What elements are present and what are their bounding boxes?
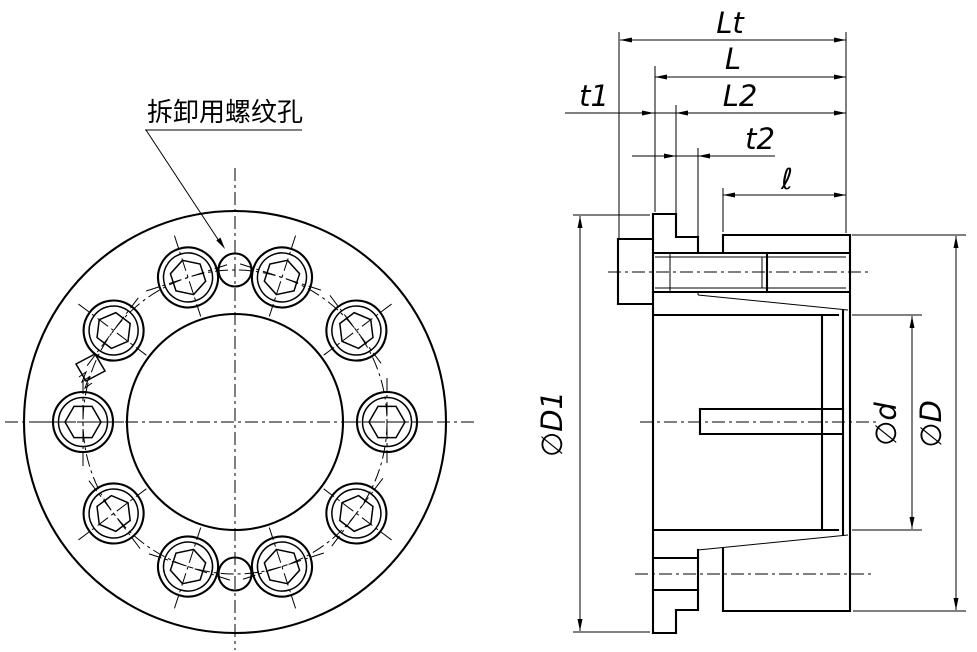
outer-sleeve-section bbox=[721, 233, 852, 613]
jack-hole-bottom bbox=[217, 556, 253, 592]
dim-label-t2: t2 bbox=[745, 122, 775, 156]
dimension-d-big: ∅D bbox=[914, 236, 959, 610]
flange-outer-circle bbox=[22, 209, 448, 635]
dimension-lt: Lt bbox=[620, 6, 846, 43]
dim-label-l2: L2 bbox=[723, 79, 758, 113]
dimension-d1: ∅D1 bbox=[535, 216, 583, 631]
bolt bbox=[320, 295, 392, 366]
dimensions: Lt L t1 L2 t2 ℓ bbox=[535, 6, 966, 633]
bolt bbox=[146, 235, 231, 320]
callout-arrowhead-icon bbox=[216, 237, 225, 249]
dim-label-d-small: ∅d bbox=[869, 402, 903, 446]
bolt bbox=[39, 378, 127, 466]
bolt bbox=[239, 235, 324, 320]
bolt-head-section bbox=[616, 237, 655, 306]
dimension-t1-l2: t1 L2 bbox=[565, 79, 846, 116]
dimension-ell: ℓ bbox=[723, 162, 846, 198]
bolt bbox=[343, 378, 431, 466]
side-view bbox=[608, 212, 877, 635]
dim-label-ell: ℓ bbox=[780, 162, 793, 196]
flange-section bbox=[651, 212, 700, 635]
marking-symbol bbox=[74, 353, 107, 390]
callout: 拆卸用螺纹孔 bbox=[145, 98, 303, 249]
bolt bbox=[320, 478, 392, 549]
taper-lines bbox=[697, 292, 849, 551]
dimension-t2: t2 bbox=[632, 122, 775, 159]
bolt-pattern bbox=[39, 235, 431, 609]
jack-hole-top bbox=[217, 252, 253, 288]
bolt bbox=[239, 524, 324, 609]
dim-label-d-big: ∅D bbox=[914, 400, 948, 448]
dim-label-l: L bbox=[725, 42, 741, 76]
bore-section bbox=[653, 308, 845, 537]
dimension-l: L bbox=[655, 42, 846, 80]
thread-section-top bbox=[651, 251, 850, 294]
bolt bbox=[146, 524, 231, 609]
dim-label-d1: ∅D1 bbox=[535, 391, 569, 457]
bore-circle bbox=[125, 312, 345, 532]
extension-lines bbox=[573, 32, 966, 633]
front-view bbox=[5, 168, 478, 650]
dimension-d-small: ∅d bbox=[869, 316, 915, 529]
dim-label-t1: t1 bbox=[579, 79, 609, 113]
callout-leader-line bbox=[145, 129, 222, 245]
jack-hole-section bbox=[651, 556, 700, 592]
callout-label: 拆卸用螺纹孔 bbox=[147, 98, 303, 128]
bolt bbox=[78, 478, 150, 549]
dim-label-lt: Lt bbox=[716, 6, 745, 40]
